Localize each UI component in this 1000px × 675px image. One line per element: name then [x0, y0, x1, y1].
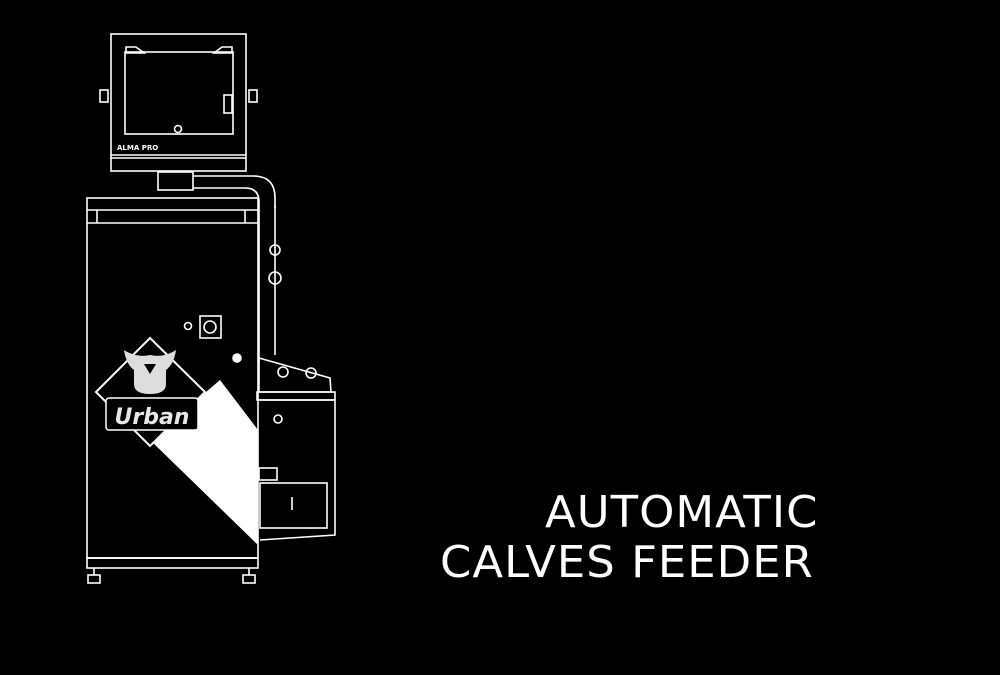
main-cabinet — [86, 197, 259, 584]
monitor-label: ALMA PRO — [117, 144, 158, 152]
headline-line-2: CALVES FEEDER — [440, 537, 814, 588]
headline: AUTOMATIC CALVES FEEDER — [440, 488, 880, 588]
feeder-machine-illustration: Urban ALMA PRO — [86, 33, 336, 584]
urban-logo: Urban — [94, 336, 207, 448]
logo-text: Urban — [115, 405, 190, 430]
headline-line-1: AUTOMATIC — [545, 487, 819, 538]
side-mixing-unit — [256, 356, 336, 541]
monitor — [99, 33, 258, 172]
